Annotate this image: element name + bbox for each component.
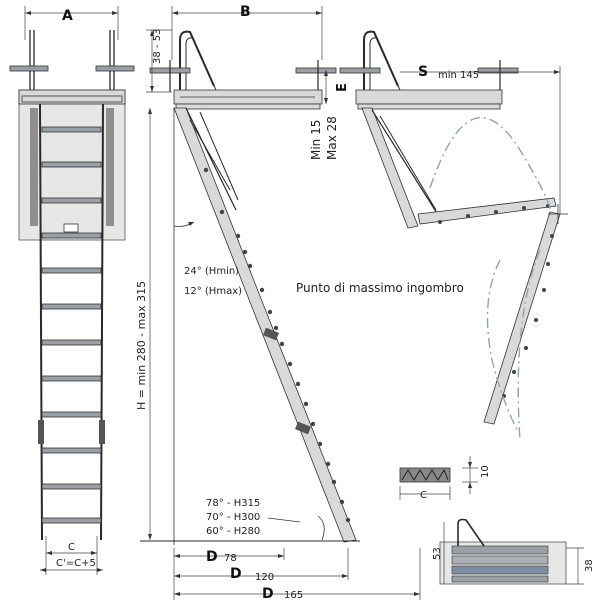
dim-38-53: 38 - 53 [152,29,163,64]
label-d-78: D [206,549,218,565]
label-d-120: D [230,566,242,582]
tread-section-detail [399,456,478,500]
closed-detail [439,518,584,585]
folding-view [339,30,568,441]
dim-165: 165 [284,590,303,601]
label-d-165: D [262,586,274,602]
springs [30,108,114,226]
dim-10: 10 [480,465,491,478]
dim-53: 53 [432,547,443,560]
front-treads [41,126,102,524]
label-a: A [62,8,73,24]
dim-min145: min 145 [438,70,479,81]
label-c-small: C [420,490,427,501]
angle-24: 24° (Hmin) [184,266,239,277]
dim-78: 78 [224,553,237,564]
angle-70: 70° - H300 [206,512,260,523]
side-ladder [173,107,357,543]
dim-h-range: H = min 280 - max 315 [135,281,148,410]
angle-60: 60° - H280 [206,526,260,537]
angle-12: 12° (Hmax) [184,286,242,297]
label-s: S [418,64,428,80]
dim-min15: Min 15 [309,120,323,160]
side-view [140,6,421,600]
label-c-formula: C'=C+5 [56,558,96,569]
angle-78: 78° - H315 [206,498,260,509]
label-c: C [68,542,75,553]
label-e: E [335,83,350,92]
dim-max28: Max 28 [325,116,339,160]
dim-38: 38 [584,559,595,572]
label-b: B [240,4,251,20]
labels: A B S E 38 - 53 Min 15 Max 28 min 145 H … [56,4,595,602]
note-punto: Punto di massimo ingombro [296,281,464,295]
front-view [9,6,135,575]
dim-120: 120 [255,572,274,583]
